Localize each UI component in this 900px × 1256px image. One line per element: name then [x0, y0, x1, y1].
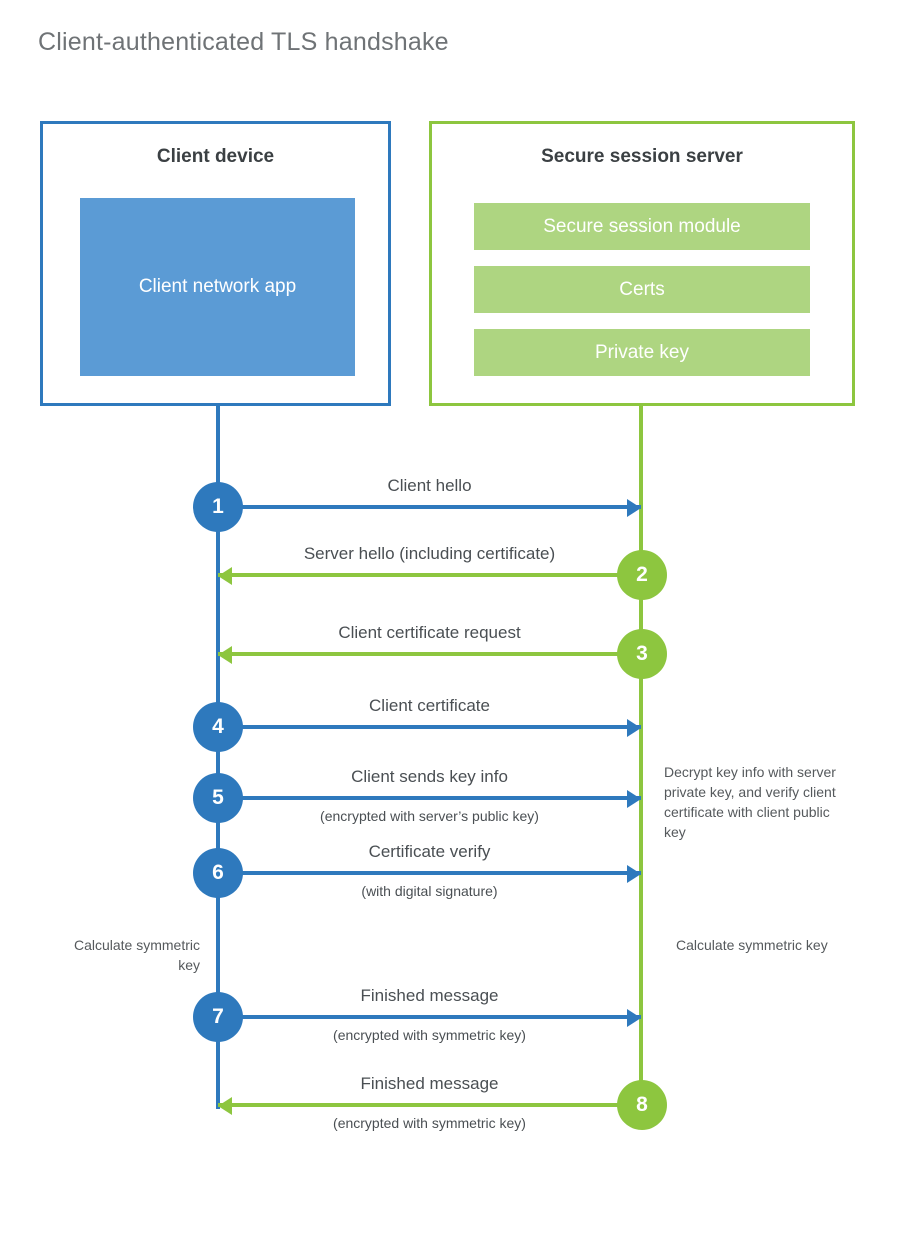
arrow-head-step-8 [218, 1097, 232, 1115]
server-component-private-key: Private key [474, 329, 810, 376]
arrow-head-step-2 [218, 567, 232, 585]
note-server-calculate-symmetric-key: Calculate symmetric key [676, 937, 828, 953]
message-label-step-3: Client certificate request [338, 623, 521, 642]
message-label-step-6: Certificate verify [368, 842, 491, 861]
step-number-circle-6[interactable]: 6 [193, 848, 243, 898]
server-component-certs: Certs [474, 266, 810, 313]
step-number-circle-2[interactable]: 2 [617, 550, 667, 600]
server-lifeline [639, 406, 643, 1106]
message-sublabel-step-6: (with digital signature) [361, 883, 498, 899]
client-device-box: Client device Client network app [40, 121, 391, 406]
step-number-circle-8[interactable]: 8 [617, 1080, 667, 1130]
arrow-shaft-step-8 [218, 1103, 641, 1107]
step-number-circle-1[interactable]: 1 [193, 482, 243, 532]
secure-session-server-title: Secure session server [541, 146, 743, 167]
message-label-step-1: Client hello [387, 476, 472, 495]
message-sublabel-step-8: (encrypted with symmetric key) [333, 1115, 526, 1131]
arrow-shaft-step-3 [218, 652, 641, 656]
arrow-shaft-step-4 [218, 725, 641, 729]
server-component-secure-session-module: Secure session module [474, 203, 810, 250]
step-number-circle-7[interactable]: 7 [193, 992, 243, 1042]
arrow-shaft-step-5 [218, 796, 641, 800]
note-server-decrypt-and-verify: Decrypt key info with server private key… [664, 764, 836, 840]
arrow-head-step-6 [627, 865, 641, 883]
message-label-step-5: Client sends key info [351, 767, 508, 786]
step-number-circle-4[interactable]: 4 [193, 702, 243, 752]
arrow-head-step-4 [627, 719, 641, 737]
arrow-head-step-1 [627, 499, 641, 517]
arrow-shaft-step-7 [218, 1015, 641, 1019]
message-sublabel-step-5: (encrypted with server’s public key) [320, 808, 539, 824]
arrow-head-step-3 [218, 646, 232, 664]
message-label-step-7: Finished message [360, 986, 499, 1005]
step-number-circle-5[interactable]: 5 [193, 773, 243, 823]
arrow-shaft-step-1 [218, 505, 641, 509]
message-label-step-8: Finished message [360, 1074, 499, 1093]
secure-session-server-box: Secure session server Secure session mod… [429, 121, 855, 406]
client-network-app-block: Client network app [80, 198, 355, 376]
arrow-head-step-5 [627, 790, 641, 808]
arrow-head-step-7 [627, 1009, 641, 1027]
arrow-shaft-step-2 [218, 573, 641, 577]
step-number-circle-3[interactable]: 3 [617, 629, 667, 679]
client-device-title: Client device [156, 146, 275, 167]
message-sublabel-step-7: (encrypted with symmetric key) [333, 1027, 526, 1043]
message-label-step-2: Server hello (including certificate) [303, 544, 556, 563]
page-title: Client-authenticated TLS handshake [38, 28, 449, 56]
arrow-shaft-step-6 [218, 871, 641, 875]
client-lifeline [216, 406, 220, 1109]
note-client-calculate-symmetric-key: Calculate symmetric key [73, 937, 200, 973]
message-label-step-4: Client certificate [369, 696, 490, 715]
